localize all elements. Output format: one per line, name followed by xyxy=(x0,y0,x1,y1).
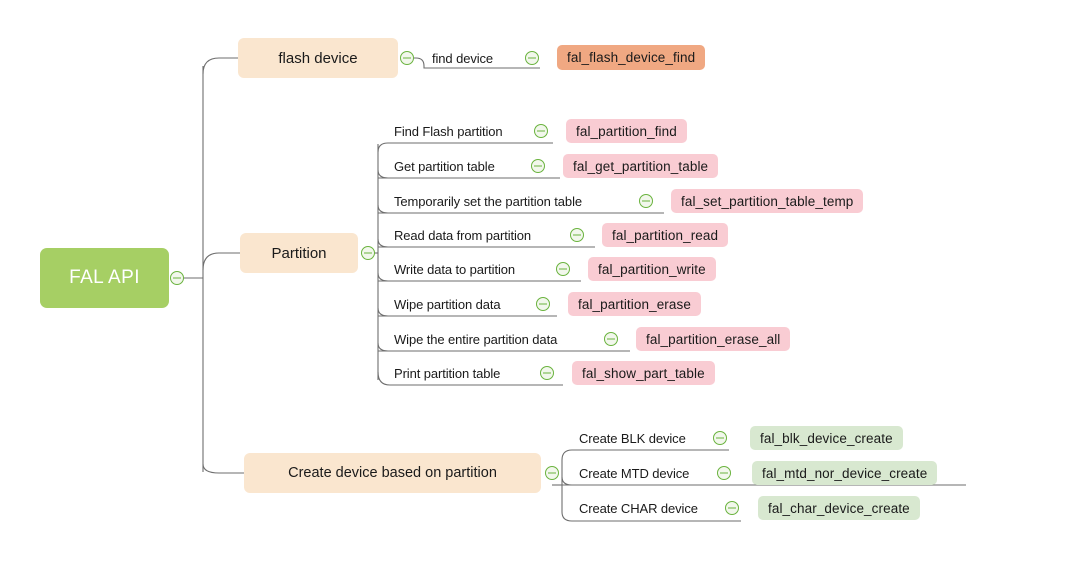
leaf-text: Temporarily set the partition table xyxy=(394,193,582,209)
leaf-text: Create BLK device xyxy=(579,430,686,446)
join-partition-4 xyxy=(377,272,389,282)
api-badge-fal-get-partition-table[interactable]: fal_get_partition_table xyxy=(563,154,719,178)
leaf-text: Wipe partition data xyxy=(394,296,501,312)
api-badge-fal-flash-device-find[interactable]: fal_flash_device_find xyxy=(557,45,706,70)
join-partition-2 xyxy=(377,204,389,214)
api-badge-text: fal_mtd_nor_device_create xyxy=(762,465,928,481)
topic-node-label-partition: Partition xyxy=(271,244,327,262)
api-badge-text: fal_char_device_create xyxy=(768,500,910,516)
collapse-minus-icon-create-blk-device[interactable] xyxy=(713,431,727,445)
collapse-minus-icon-find-device[interactable] xyxy=(525,51,539,65)
leaf-label-temporarily-set-partition-table[interactable]: Temporarily set the partition table xyxy=(394,191,582,211)
api-badge-text: fal_show_part_table xyxy=(582,365,705,381)
leaf-label-find-device[interactable]: find device xyxy=(432,47,493,69)
api-badge-fal-partition-erase-all[interactable]: fal_partition_erase_all xyxy=(636,327,791,351)
topic-node-flash-device[interactable]: flash device xyxy=(238,38,398,78)
collapse-minus-icon-flash-device[interactable] xyxy=(400,51,414,65)
topic-node-label-flash-device: flash device xyxy=(278,49,358,67)
collapse-minus-icon-get-partition-table[interactable] xyxy=(531,159,545,173)
leaf-text: Find Flash partition xyxy=(394,123,503,139)
collapse-minus-icon-find-flash-partition[interactable] xyxy=(534,124,548,138)
leaf-label-create-blk-device[interactable]: Create BLK device xyxy=(579,428,686,448)
collapse-minus-icon-create-device[interactable] xyxy=(545,466,559,480)
api-badge-text: fal_partition_erase xyxy=(578,296,691,312)
api-badge-text: fal_get_partition_table xyxy=(573,158,709,174)
branch-partition xyxy=(202,252,240,271)
leaf-label-wipe-entire-partition-data[interactable]: Wipe the entire partition data xyxy=(394,329,557,349)
topic-node-partition[interactable]: Partition xyxy=(240,233,358,273)
collapse-minus-icon-read-data-from-partition[interactable] xyxy=(570,228,584,242)
api-badge-fal-partition-find[interactable]: fal_partition_find xyxy=(566,119,687,143)
join-partition-6 xyxy=(377,342,389,352)
leaf-label-write-data-to-partition[interactable]: Write data to partition xyxy=(394,259,515,279)
api-badge-text: fal_partition_find xyxy=(576,123,677,139)
leaf-label-find-flash-partition[interactable]: Find Flash partition xyxy=(394,121,503,141)
api-badge-text: fal_flash_device_find xyxy=(567,50,696,65)
api-badge-fal-set-partition-table-temp[interactable]: fal_set_partition_table_temp xyxy=(671,189,864,213)
join-partition-1 xyxy=(377,169,389,179)
join-partition-5 xyxy=(377,307,389,317)
collapse-minus-icon-wipe-partition-data[interactable] xyxy=(536,297,550,311)
topic-node-create-device-based-on-partition[interactable]: Create device based on partition xyxy=(244,453,541,493)
leaf-label-wipe-partition-data[interactable]: Wipe partition data xyxy=(394,294,501,314)
api-badge-fal-show-part-table[interactable]: fal_show_part_table xyxy=(572,361,715,385)
api-badge-fal-partition-erase[interactable]: fal_partition_erase xyxy=(568,292,701,316)
leaf-text: find device xyxy=(432,50,494,66)
leaf-text: Write data to partition xyxy=(394,261,516,277)
root-node-label: FAL API xyxy=(69,267,140,288)
branch-create-device xyxy=(202,463,244,474)
api-badge-fal-mtd-nor-device-create[interactable]: fal_mtd_nor_device_create xyxy=(752,461,938,485)
topic-node-label-create-device: Create device based on partition xyxy=(288,465,497,481)
collapse-minus-icon-root[interactable] xyxy=(170,271,184,285)
collapse-minus-icon-create-char-device[interactable] xyxy=(725,501,739,515)
leaf-label-create-mtd-device[interactable]: Create MTD device xyxy=(579,463,689,483)
api-badge-text: fal_partition_read xyxy=(612,227,719,243)
leaf-text: Read data from partition xyxy=(394,227,532,243)
join-create-1 xyxy=(561,476,573,486)
collapse-minus-icon-temporarily-set-partition-table[interactable] xyxy=(639,194,653,208)
leaf-text: Create MTD device xyxy=(579,465,690,481)
leaf-label-create-char-device[interactable]: Create CHAR device xyxy=(579,498,698,518)
api-badge-text: fal_set_partition_table_temp xyxy=(681,193,854,209)
api-badge-fal-char-device-create[interactable]: fal_char_device_create xyxy=(758,496,920,520)
api-badge-text: fal_partition_write xyxy=(598,261,706,277)
collapse-minus-icon-wipe-entire-partition-data[interactable] xyxy=(604,332,618,346)
sub-create-0 xyxy=(561,449,729,461)
leaf-label-get-partition-table[interactable]: Get partition table xyxy=(394,156,495,176)
leaf-text: Create CHAR device xyxy=(579,500,698,516)
root-node-fal-api[interactable]: FAL API xyxy=(40,248,169,308)
leaf-text: Get partition table xyxy=(394,158,495,174)
api-badge-text: fal_partition_erase_all xyxy=(646,331,781,347)
api-badge-fal-partition-write[interactable]: fal_partition_write xyxy=(588,257,716,281)
join-partition-3 xyxy=(377,238,389,248)
collapse-minus-icon-print-partition-table[interactable] xyxy=(540,366,554,380)
leaf-label-print-partition-table[interactable]: Print partition table xyxy=(394,363,500,383)
sub-partition-0 xyxy=(377,142,553,153)
collapse-minus-icon-create-mtd-device[interactable] xyxy=(717,466,731,480)
api-badge-text: fal_blk_device_create xyxy=(760,430,893,446)
branch-flash-device xyxy=(202,57,238,75)
api-badge-fal-partition-read[interactable]: fal_partition_read xyxy=(602,223,729,247)
leaf-text: Print partition table xyxy=(394,365,501,381)
collapse-minus-icon-partition[interactable] xyxy=(361,246,375,260)
leaf-text: Wipe the entire partition data xyxy=(394,331,558,347)
api-badge-fal-blk-device-create[interactable]: fal_blk_device_create xyxy=(750,426,903,450)
collapse-minus-icon-write-data-to-partition[interactable] xyxy=(556,262,570,276)
leaf-label-read-data-from-partition[interactable]: Read data from partition xyxy=(394,225,531,245)
